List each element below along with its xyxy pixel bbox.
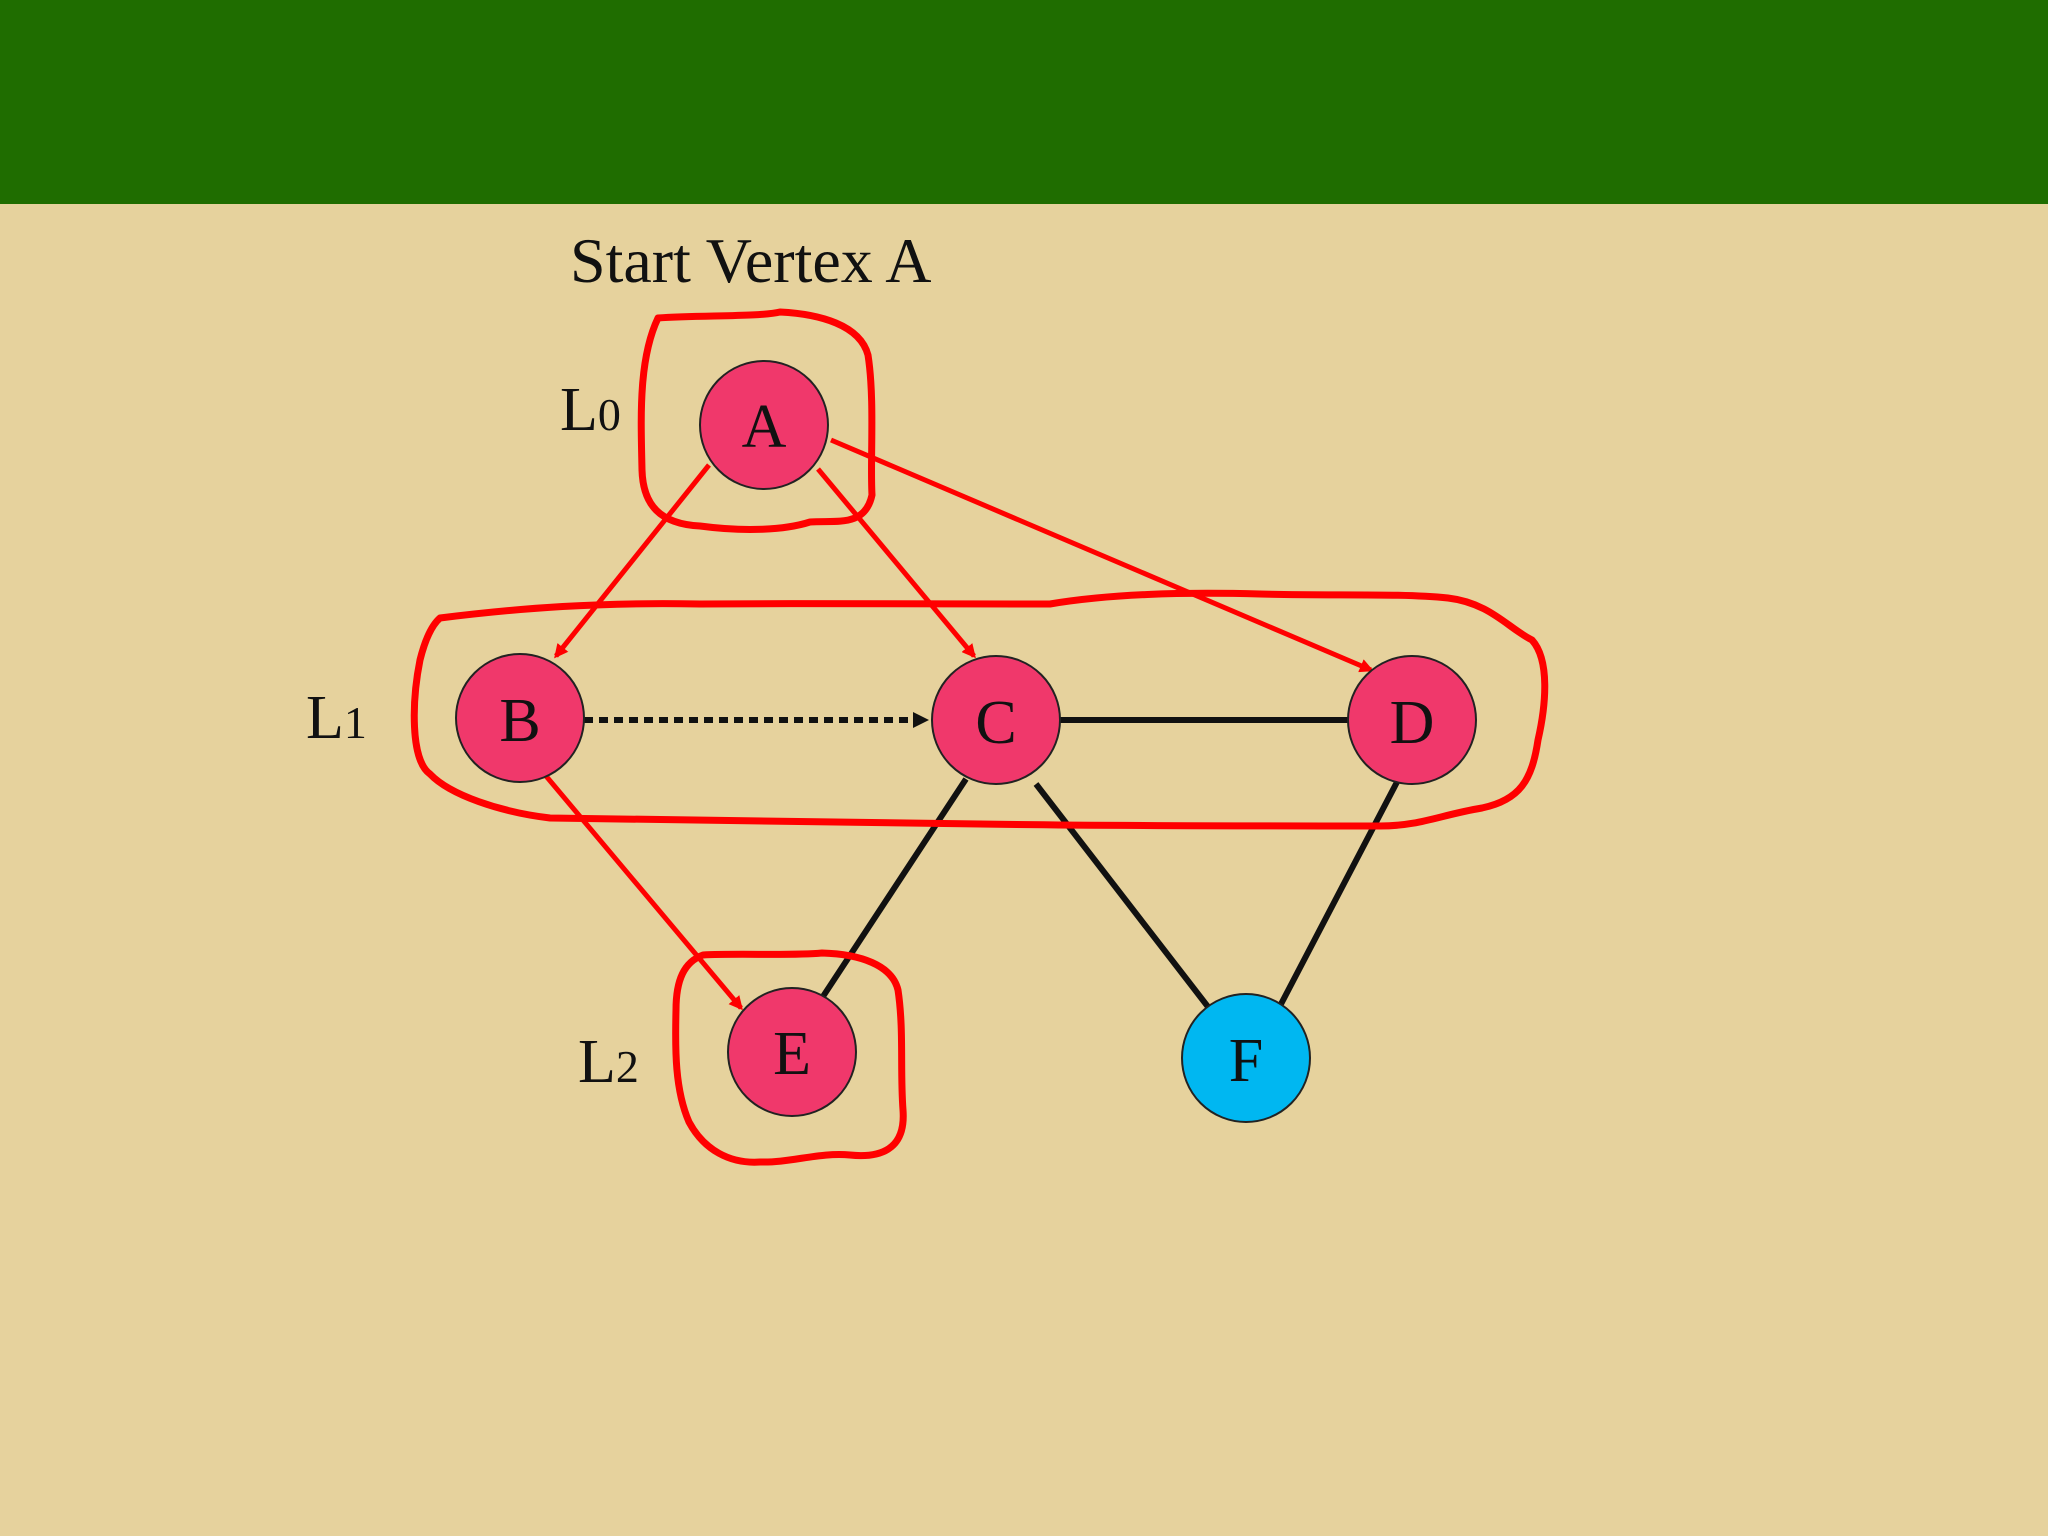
level-label-l2: L2 — [578, 1028, 639, 1096]
node-e-label: E — [773, 1020, 811, 1088]
level-label-l1: L1 — [306, 684, 367, 752]
level-0-outline — [637, 308, 876, 533]
graph-nodes: A B C D E F — [455, 360, 1477, 1123]
plain-edges — [584, 712, 1400, 1014]
node-e: E — [727, 987, 857, 1117]
edge-c-f — [1033, 782, 1215, 1014]
node-b-circle — [455, 653, 585, 783]
tree-edges — [544, 437, 1374, 1011]
node-c: C — [931, 655, 1061, 785]
level-label-l0: L0 — [560, 376, 621, 444]
node-a: A — [699, 360, 829, 490]
level-2-outline — [672, 949, 907, 1166]
diagram-title: Start Vertex A — [570, 225, 931, 296]
node-c-label: C — [975, 689, 1016, 757]
edge-a-b — [554, 463, 711, 659]
node-d-circle — [1347, 655, 1477, 785]
node-b-label: B — [499, 687, 540, 755]
node-b: B — [455, 653, 585, 783]
node-a-label: A — [742, 393, 787, 461]
node-f-circle — [1181, 993, 1311, 1123]
edge-a-d — [830, 437, 1374, 673]
edge-c-e — [819, 777, 969, 1000]
level-group-outlines — [410, 308, 1549, 1166]
node-f: F — [1181, 993, 1311, 1123]
edge-a-c — [816, 467, 976, 659]
node-d: D — [1347, 655, 1477, 785]
edge-b-e — [544, 774, 743, 1011]
level-1-outline — [410, 589, 1549, 830]
node-c-circle — [931, 655, 1061, 785]
header-bar — [0, 0, 2048, 204]
edge-d-f — [1277, 780, 1400, 1008]
node-d-label: D — [1390, 689, 1435, 757]
node-e-circle — [727, 987, 857, 1117]
node-f-label: F — [1229, 1027, 1263, 1095]
level-labels: L0 L1 L2 — [306, 376, 639, 1096]
node-a-circle — [699, 360, 829, 490]
